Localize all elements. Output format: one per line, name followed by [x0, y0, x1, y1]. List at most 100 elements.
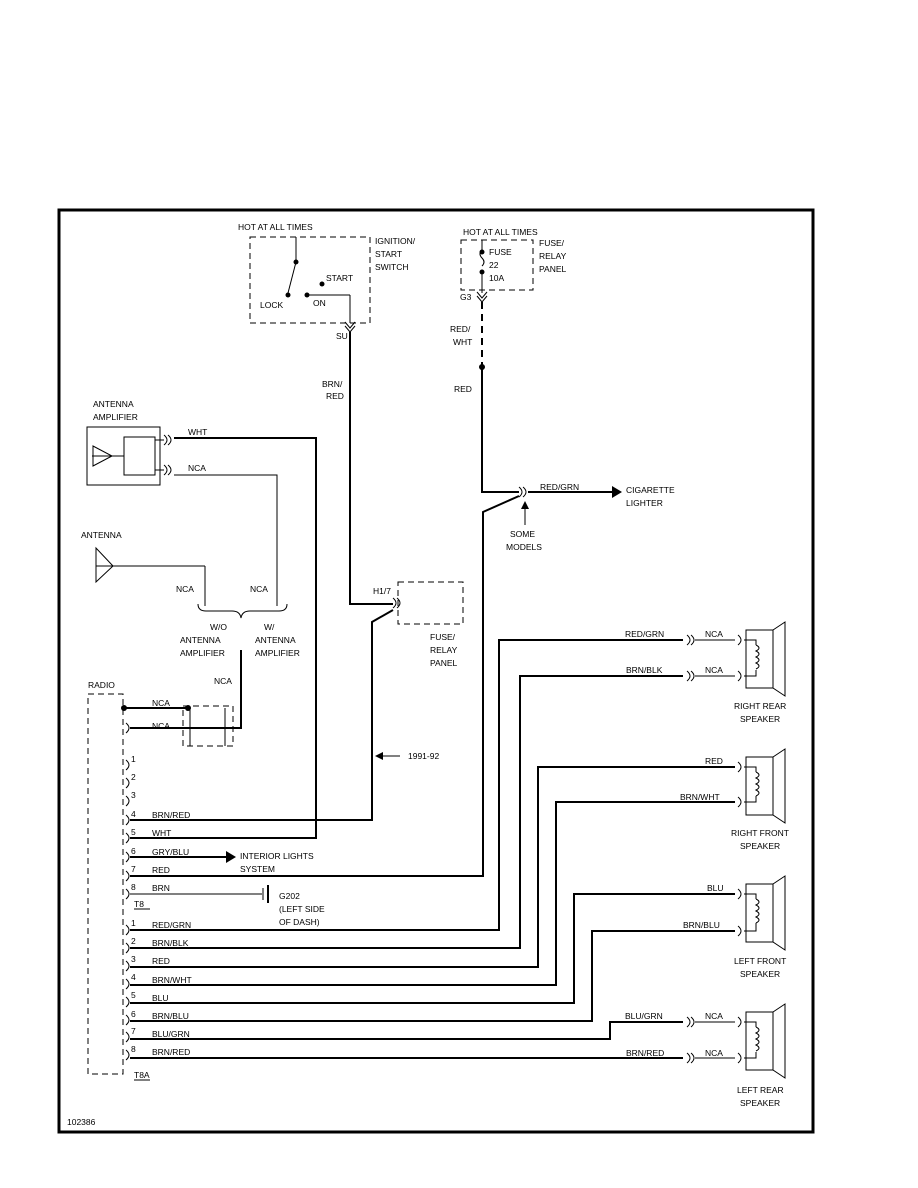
figure-id: 102386	[67, 1117, 96, 1127]
h1-terminal: H1/7	[373, 586, 391, 596]
radio-label: RADIO	[88, 680, 115, 690]
ignition-title-3: SWITCH	[375, 262, 409, 272]
ground-symbol	[262, 885, 269, 903]
rr-wire-bot-label: BRN/BLK	[626, 665, 663, 675]
rr-nca-bot: NCA	[686, 665, 735, 682]
fuse-number: 22	[489, 260, 499, 270]
svg-text:RIGHT REAR: RIGHT REAR	[734, 701, 786, 711]
right-rear-speaker: RIGHT REAR SPEAKER	[734, 621, 786, 724]
wire-red-to-radio	[130, 495, 520, 877]
t8-pin-6: 6 GRY/BLU	[125, 846, 189, 863]
fuse-panel-title-2: RELAY	[539, 251, 567, 261]
lock-label: LOCK	[260, 300, 283, 310]
start-label: START	[326, 273, 353, 283]
wire-blu-lf	[130, 893, 735, 1004]
rf-wire-bot-label: BRN/WHT	[680, 792, 720, 802]
t8a-pin-1: 1 RED/GRN	[125, 918, 191, 936]
brn-red-wire-1: BRN/	[322, 379, 343, 389]
t8a-pin-6: 6 BRN/BLU	[125, 1009, 189, 1026]
fuse-panel-title-1: FUSE/	[539, 238, 565, 248]
on-label: ON	[313, 298, 326, 308]
svg-text:BLU: BLU	[152, 993, 169, 1003]
wo-label-3: AMPLIFIER	[180, 648, 225, 658]
wo-label-2: ANTENNA	[180, 635, 221, 645]
svg-text:RED: RED	[152, 956, 170, 966]
lf-wire-top-label: BLU	[707, 883, 724, 893]
interior-lights-1: INTERIOR LIGHTS	[240, 851, 314, 861]
svg-text:NCA: NCA	[705, 665, 723, 675]
svg-text:WHT: WHT	[152, 828, 171, 838]
svg-text:6: 6	[131, 846, 136, 856]
lr-wire-bot-label: BRN/RED	[626, 1048, 664, 1058]
svg-text:4: 4	[131, 972, 136, 982]
ignition-hot-label: HOT AT ALL TIMES	[238, 222, 313, 232]
fuse-mid-1: FUSE/	[430, 632, 456, 642]
svg-text:3: 3	[131, 954, 136, 964]
t8a-pin-3: 3 RED	[125, 954, 170, 972]
wire-su-to-h1	[349, 332, 393, 605]
antenna-nca-lower: NCA	[214, 676, 232, 686]
fuse-mid-3: PANEL	[430, 658, 458, 668]
wo-label-1: W/O	[210, 622, 227, 632]
svg-text:RED/GRN: RED/GRN	[152, 920, 191, 930]
antenna-amp-label-2: AMPLIFIER	[93, 412, 138, 422]
svg-text:BRN/BLU: BRN/BLU	[152, 1011, 189, 1021]
wire-blu-grn-lr	[130, 1021, 683, 1040]
wire-antenna-radio	[130, 650, 242, 729]
svg-text:1: 1	[131, 918, 136, 928]
fuse-panel-top: HOT AT ALL TIMES FUSE 22 10A FUSE/ RELAY…	[450, 227, 567, 394]
wire-nca-amp	[174, 474, 278, 606]
svg-text:NCA: NCA	[705, 1048, 723, 1058]
svg-text:2: 2	[131, 772, 136, 782]
antenna: ANTENNA NCA NCA W/O ANTENNA AMPLIFIER W/…	[81, 530, 300, 686]
ignition-title-1: IGNITION/	[375, 236, 416, 246]
radio-nca-1: NCA	[152, 698, 170, 708]
some-models-2: MODELS	[506, 542, 542, 552]
svg-text:BRN/WHT: BRN/WHT	[152, 975, 192, 985]
svg-text:LEFT FRONT: LEFT FRONT	[734, 956, 786, 966]
svg-text:BRN/RED: BRN/RED	[152, 810, 190, 820]
wire-brn-wht-rf	[130, 801, 735, 986]
t8a-connector-label: T8A	[134, 1070, 150, 1080]
fuse-mid-2: RELAY	[430, 645, 458, 655]
wire-brn-red-radio	[130, 609, 394, 821]
interior-lights-arrow	[226, 851, 236, 863]
ignition-switch: HOT AT ALL TIMES IGNITION/ START SWITCH …	[238, 222, 416, 401]
t8a-pin-2: 2 BRN/BLK	[125, 936, 189, 954]
fuse-label: FUSE	[489, 247, 512, 257]
rr-wire-top-label: RED/GRN	[625, 629, 664, 639]
svg-text:BRN: BRN	[152, 883, 170, 893]
fuse-amps: 10A	[489, 273, 504, 283]
svg-text:GRY/BLU: GRY/BLU	[152, 847, 189, 857]
fuse-panel-mid: H1/7 FUSE/ RELAY PANEL	[373, 581, 464, 668]
ground-loc-2: OF DASH)	[279, 917, 320, 927]
t8-pin-1: 1	[125, 754, 136, 771]
t8-pin-4: 4 BRN/RED	[125, 809, 190, 826]
svg-text:1: 1	[131, 754, 136, 764]
svg-text:NCA: NCA	[705, 629, 723, 639]
svg-text:4: 4	[131, 809, 136, 819]
lighter-label-2: LIGHTER	[626, 498, 663, 508]
left-front-speaker: LEFT FRONT SPEAKER	[734, 875, 786, 979]
svg-text:3: 3	[131, 790, 136, 800]
left-rear-speaker: LEFT REAR SPEAKER	[737, 1003, 786, 1108]
svg-text:2: 2	[131, 936, 136, 946]
rr-nca-top: NCA	[686, 629, 735, 646]
red-grn-lighter-label: RED/GRN	[540, 482, 579, 492]
fuse-hot-label: HOT AT ALL TIMES	[463, 227, 538, 237]
fuse-panel-title-3: PANEL	[539, 264, 567, 274]
diagram-frame	[57, 208, 815, 1134]
svg-text:6: 6	[131, 1009, 136, 1019]
year-note: 1991-92	[408, 751, 439, 761]
g3-terminal: G3	[460, 292, 472, 302]
svg-text:BRN/RED: BRN/RED	[152, 1047, 190, 1057]
svg-text:BRN/BLK: BRN/BLK	[152, 938, 189, 948]
rf-wire-top-label: RED	[705, 756, 723, 766]
antenna-amp-label-1: ANTENNA	[93, 399, 134, 409]
antenna-amplifier: ANTENNA AMPLIFIER WHT NCA	[86, 399, 207, 486]
ground-id: G202	[279, 891, 300, 901]
w-label-1: W/	[264, 622, 275, 632]
